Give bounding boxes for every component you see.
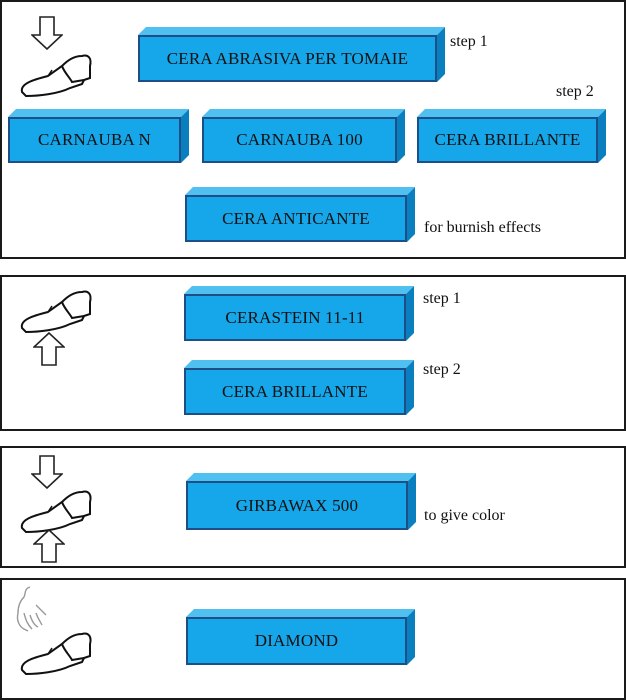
note-step-2: step 2 <box>556 83 594 100</box>
product-box-cera-abrasiva: CERA ABRASIVA PER TOMAIE <box>138 27 445 82</box>
arrow-down-icon <box>31 16 63 50</box>
arrow-up-icon <box>33 529 65 563</box>
note-give-color: to give color <box>424 507 505 524</box>
shoe-icon <box>20 632 92 675</box>
product-box-cera-brillante: CERA BRILLANTE <box>417 109 606 163</box>
product-box-cera-brillante-2: CERA BRILLANTE <box>184 360 414 415</box>
product-box-carnauba-n: CARNAUBA N <box>8 109 189 163</box>
product-box-diamond: DIAMOND <box>186 609 415 665</box>
product-box-cera-anticante: CERA ANTICANTE <box>185 187 415 242</box>
shoe-icon <box>20 290 92 333</box>
product-box-cerastein: CERASTEIN 11-11 <box>184 286 414 341</box>
product-box-girbawax: GIRBAWAX 500 <box>186 473 416 530</box>
note-step-1: step 1 <box>423 290 461 307</box>
arrow-up-icon <box>33 332 65 366</box>
product-box-carnauba-100: CARNAUBA 100 <box>202 109 405 163</box>
note-burnish: for burnish effects <box>424 219 541 236</box>
hand-icon <box>16 586 47 632</box>
note-step-2: step 2 <box>423 361 461 378</box>
shoe-icon <box>20 54 92 97</box>
note-step-1: step 1 <box>450 33 488 50</box>
